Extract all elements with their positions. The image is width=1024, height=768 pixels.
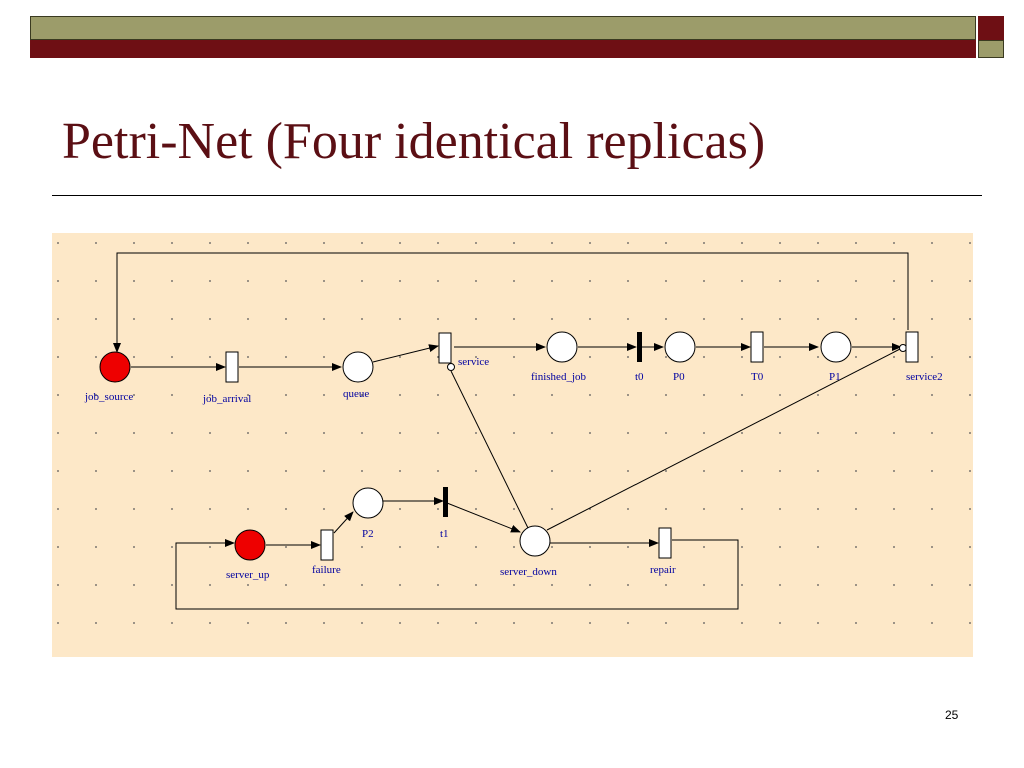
label-P0: P0 xyxy=(673,371,685,383)
label-T0: T0 xyxy=(751,371,764,383)
corner-olive xyxy=(978,40,1004,58)
inhibitor-head-service2 xyxy=(899,344,907,352)
label-repair: repair xyxy=(650,564,676,576)
arc-t1-server_down xyxy=(446,502,521,533)
label-service: service xyxy=(458,356,489,368)
label-failure: failure xyxy=(312,564,341,576)
arc-service2-job_source xyxy=(113,252,909,353)
arc-queue-service xyxy=(372,344,439,363)
page-number: 25 xyxy=(945,708,959,722)
place-server_up[interactable] xyxy=(234,529,266,561)
transition-failure[interactable] xyxy=(320,529,334,561)
label-P2: P2 xyxy=(362,528,374,540)
transition-repair[interactable] xyxy=(658,527,672,559)
grid-dots xyxy=(52,233,973,657)
arc-inhibitor-service2 xyxy=(546,348,901,531)
label-queue: queue xyxy=(343,388,369,400)
slide-title: Petri-Net (Four identical replicas) xyxy=(62,113,766,170)
label-job_source: job_source xyxy=(84,391,133,403)
label-server_down: server_down xyxy=(500,566,557,578)
label-server_up: server_up xyxy=(226,569,270,581)
transition-service[interactable] xyxy=(438,332,452,364)
header-bar-olive xyxy=(30,16,976,40)
timed-transitions xyxy=(225,331,919,561)
label-t0: t0 xyxy=(635,371,644,383)
arcs xyxy=(113,252,909,610)
place-P1[interactable] xyxy=(820,331,852,363)
label-job_arrival: job_arrival xyxy=(202,393,251,405)
inhibitor-head-service xyxy=(447,363,455,371)
header-bar-maroon xyxy=(30,40,976,58)
label-finished_job: finished_job xyxy=(531,371,586,383)
label-service2: service2 xyxy=(906,371,943,383)
header-corner-block xyxy=(978,16,1004,58)
transition-t0[interactable] xyxy=(637,332,642,362)
arc-failure-P2 xyxy=(333,511,354,534)
place-queue[interactable] xyxy=(342,351,374,383)
title-rule xyxy=(52,195,982,196)
place-server_down[interactable] xyxy=(519,525,551,557)
place-finished_job[interactable] xyxy=(546,331,578,363)
places xyxy=(99,331,852,561)
arc-inhibitor-service xyxy=(450,370,529,529)
arc-repair-server_up xyxy=(175,539,739,610)
place-job_source[interactable] xyxy=(99,351,131,383)
place-P0[interactable] xyxy=(664,331,696,363)
transition-T0[interactable] xyxy=(750,331,764,363)
label-P1: P1 xyxy=(829,371,841,383)
transition-t1[interactable] xyxy=(443,487,448,517)
place-P2[interactable] xyxy=(352,487,384,519)
header-bar xyxy=(30,16,976,58)
corner-maroon xyxy=(978,16,1004,40)
transition-job_arrival[interactable] xyxy=(225,351,239,383)
transition-service2[interactable] xyxy=(905,331,919,363)
label-t1: t1 xyxy=(440,528,449,540)
